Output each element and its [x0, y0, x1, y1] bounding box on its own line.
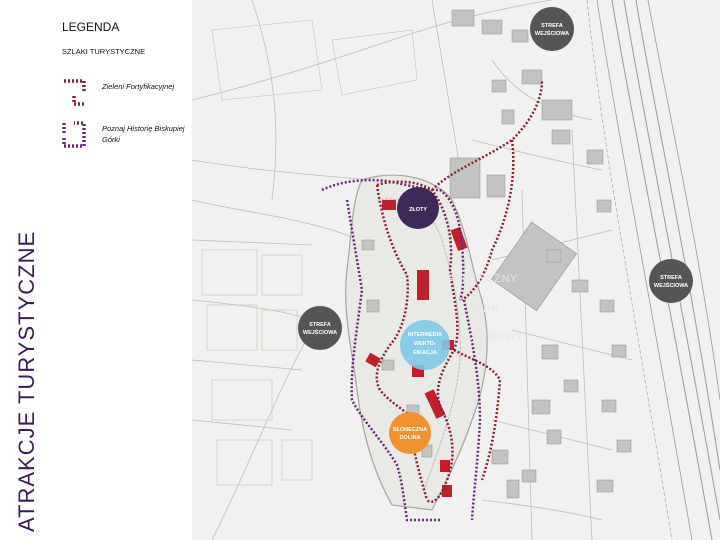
badge-entry-zone-left[interactable]: STREFA WEJŚCIOWA	[298, 306, 342, 350]
svg-text:WEJŚCIOWA: WEJŚCIOWA	[654, 282, 688, 289]
svg-text:SŁONECZNA: SŁONECZNA	[393, 427, 427, 433]
svg-text:FIKACJA: FIKACJA	[413, 350, 437, 356]
svg-text:WEKTO-: WEKTO-	[414, 341, 436, 347]
map[interactable]: FORTECZNY PARK KULTUROWY STREFA WEJŚCIOW…	[192, 0, 720, 540]
svg-text:STREFA: STREFA	[660, 275, 682, 281]
history-route	[321, 178, 465, 522]
svg-text:WEJŚCIOWA: WEJŚCIOWA	[303, 329, 337, 336]
badge-entry-zone-right[interactable]: STREFA WEJŚCIOWA	[649, 259, 693, 303]
legend-label-fortification: Zieleni Fortyfikacyjnej	[102, 82, 175, 91]
badge-intermedia[interactable]: INTERMEDIA WEKTO- FIKACJA	[400, 320, 450, 370]
svg-text:STREFA: STREFA	[309, 322, 331, 328]
badge-sunny-valley[interactable]: SŁONECZNA DOLINA	[389, 412, 431, 454]
legend-item-history: Poznaj Historię Biskupiej Górki	[62, 120, 192, 156]
history-route-icon	[62, 121, 86, 148]
legend-label-history: Poznaj Historię Biskupiej Górki	[102, 124, 185, 144]
map-canvas[interactable]: FORTECZNY PARK KULTUROWY STREFA WEJŚCIOW…	[192, 0, 720, 540]
svg-text:DOLINA: DOLINA	[399, 435, 420, 441]
parcels	[201, 19, 418, 486]
park-label: FORTECZNY PARK KULTUROWY	[446, 273, 524, 343]
legend-item-fortification: Zieleni Fortyfikacyjnej	[62, 78, 192, 114]
fortification-route-icon	[64, 79, 86, 106]
park-label-line-2: PARK	[468, 303, 499, 315]
fortification-buildings	[365, 200, 468, 497]
badge-zloty[interactable]: ZŁOTY	[397, 187, 439, 229]
svg-text:WEJŚCIOWA: WEJŚCIOWA	[535, 30, 569, 37]
svg-text:ZŁOTY: ZŁOTY	[409, 207, 427, 213]
svg-text:STREFA: STREFA	[541, 23, 563, 29]
park-label-line-1: FORTECZNY	[446, 273, 518, 285]
vertical-title: ATRAKCJE TURYSTYCZNE	[4, 8, 44, 532]
badge-entry-zone-top[interactable]: STREFA WEJŚCIOWA	[530, 7, 574, 51]
legend-panel: LEGENDA SZLAKI TURYSTYCZNE Zieleni Forty…	[52, 0, 192, 540]
svg-text:INTERMEDIA: INTERMEDIA	[408, 332, 442, 338]
legend-subtitle: SZLAKI TURYSTYCZNE	[62, 47, 146, 56]
railway-lines	[586, 0, 720, 540]
buildings	[361, 9, 632, 499]
legend-title: LEGENDA	[62, 20, 120, 34]
vertical-title-text: ATRAKCJE TURYSTYCZNE	[14, 231, 39, 532]
park-label-line-3: KULTUROWY	[450, 331, 524, 343]
sidebar: ATRAKCJE TURYSTYCZNE	[0, 0, 52, 540]
